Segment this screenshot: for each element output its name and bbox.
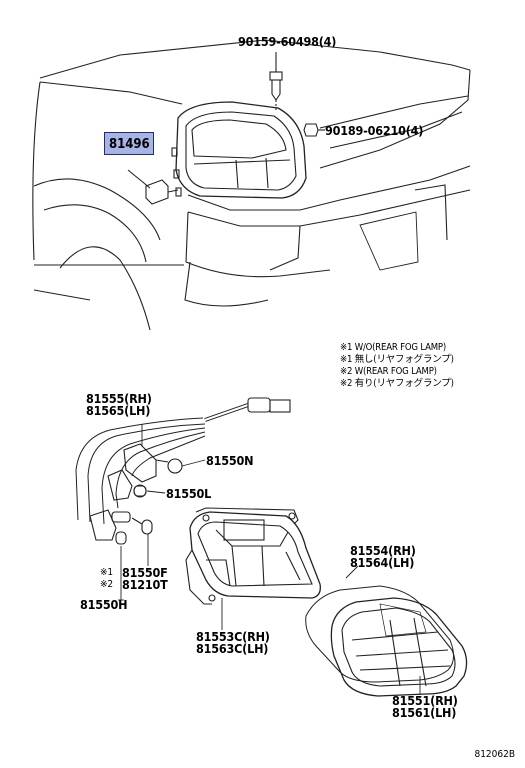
label-bulb-t[interactable]: 81210T	[122, 577, 168, 592]
label-socket-wire-lh[interactable]: 81565(LH)	[86, 403, 151, 418]
highlighted-part-box[interactable]: 81496	[104, 132, 154, 155]
label-bulb-h[interactable]: 81550H	[80, 597, 128, 612]
marker-1: ※1	[100, 567, 113, 578]
label-gasket-lh[interactable]: 81564(LH)	[350, 555, 415, 570]
marker-2: ※2	[100, 579, 113, 590]
label-housing-rh[interactable]: 81553C(RH)	[196, 629, 270, 644]
label-highlighted-part: 81496	[109, 137, 150, 152]
vehicle-body-outline	[32, 39, 471, 331]
note-line-2: ※1 無し(リヤフォグランプ)	[340, 354, 454, 365]
label-bulb-l[interactable]: 81550L	[166, 486, 212, 501]
label-screw[interactable]: 90159-60498(4)	[238, 34, 337, 49]
note-line-4: ※2 有り(リヤフォグランプ)	[340, 378, 454, 389]
note-line-3: ※2 W(REAR FOG LAMP)	[340, 366, 437, 377]
lamp-housing-drawing	[185, 507, 321, 605]
leader-lines	[118, 424, 421, 694]
label-nut[interactable]: 90189-06210(4)	[325, 123, 424, 138]
label-bulb-f[interactable]: 81550F	[122, 565, 168, 580]
socket-81496-drawing	[127, 169, 179, 205]
label-housing-lh[interactable]: 81563C(LH)	[196, 641, 269, 656]
socket-wire-drawing	[75, 397, 291, 545]
vehicle-tail-lamp	[171, 101, 307, 199]
screw-drawing	[269, 52, 283, 112]
label-gasket-rh[interactable]: 81554(RH)	[350, 543, 416, 558]
nut-drawing	[303, 123, 325, 137]
diagram-code: 812062B	[474, 749, 515, 760]
label-socket-wire-rh[interactable]: 81555(RH)	[86, 391, 152, 406]
label-lens-rh[interactable]: 81551(RH)	[392, 693, 458, 708]
note-line-1: ※1 W/O(REAR FOG LAMP)	[340, 342, 447, 353]
gasket-drawing	[305, 585, 454, 683]
label-bulb-n[interactable]: 81550N	[206, 453, 254, 468]
label-lens-lh[interactable]: 81561(LH)	[392, 705, 457, 720]
lens-drawing	[330, 597, 468, 697]
